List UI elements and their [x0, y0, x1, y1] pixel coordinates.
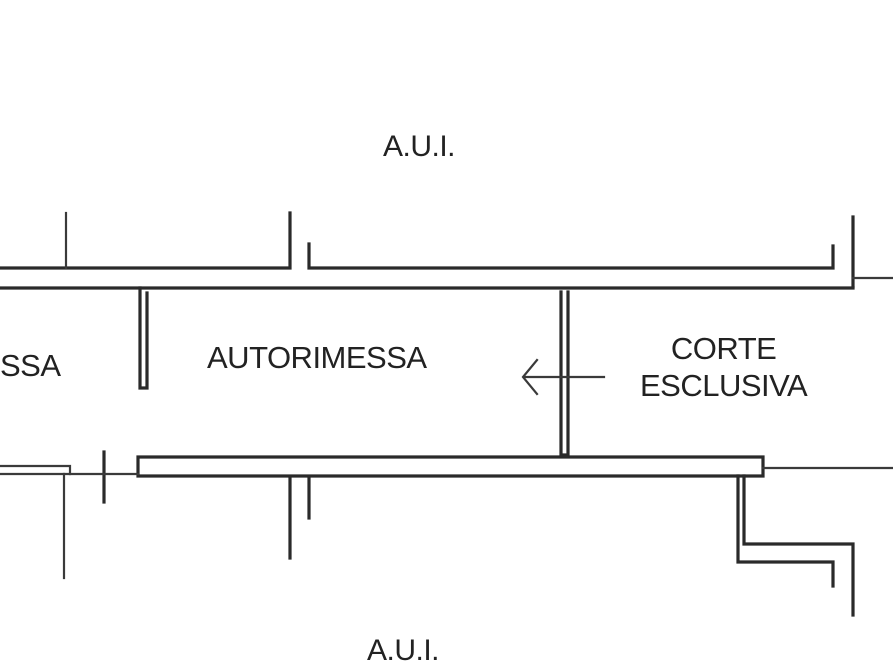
top-walls — [0, 211, 893, 288]
stair-step-outer — [736, 474, 835, 588]
room-label-corte-line1: CORTE — [670, 331, 777, 366]
bottom-left-walls — [0, 450, 140, 580]
garage-left-partition — [138, 286, 149, 390]
stair-step-inner — [742, 474, 855, 617]
room-label-autorimessa: AUTORIMESSA — [207, 340, 427, 375]
garage-right-partition — [559, 290, 570, 457]
aui-bottom-label: A.U.I. — [367, 634, 440, 667]
room-label-corte-line2: ESCLUSIVA — [640, 368, 808, 403]
bottom-left-wall — [0, 464, 72, 476]
bottom-walls — [288, 466, 893, 617]
garage-walls — [0, 286, 855, 478]
room-label-partial: SSA — [0, 348, 61, 383]
aui-top-label: A.U.I. — [383, 130, 456, 163]
arrow-left-icon — [521, 358, 606, 396]
top-left-wall — [0, 211, 292, 270]
top-right-wall — [307, 242, 835, 270]
garage-bottom-wall — [136, 455, 765, 478]
room-label-corte-esclusiva: CORTE ESCLUSIVA — [640, 330, 808, 404]
